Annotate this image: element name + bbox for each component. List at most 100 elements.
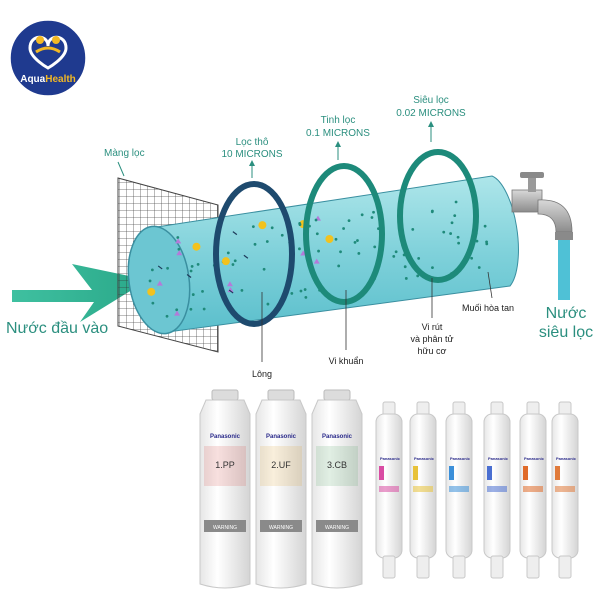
particle-dot: [334, 237, 338, 241]
particle-bacteria: [175, 238, 182, 244]
cartridge-small: Panasonic: [551, 401, 579, 579]
particle-dot: [347, 219, 351, 223]
particle-dot: [403, 265, 407, 269]
salt-label: Muối hòa tan: [462, 303, 514, 313]
particle-dot: [442, 230, 446, 234]
particle-dot: [150, 268, 154, 272]
particle-dot: [266, 302, 270, 306]
particle-salt: [325, 235, 334, 244]
virus-label-3: hữu cơ: [418, 346, 447, 356]
particle-dot: [411, 227, 415, 231]
cartridge-small: Panasonic: [375, 401, 403, 579]
particle-hair: [228, 289, 234, 294]
hair-label: Lông: [252, 369, 272, 379]
particle-dot: [477, 266, 481, 269]
particle-dot: [298, 247, 301, 251]
particle-dot: [270, 226, 274, 230]
brand-label: Panasonic: [450, 456, 471, 461]
warning-label: WARNING: [213, 525, 237, 531]
particle-dot: [360, 213, 364, 217]
particle-dot: [165, 314, 169, 318]
output-label-1: Nước: [546, 305, 587, 322]
particle-salt: [221, 257, 230, 266]
ring-coarse: [213, 181, 295, 327]
particle-dot: [317, 249, 320, 253]
stage2-size: 0.1 MICRONS: [306, 128, 370, 139]
particle-dot: [233, 259, 237, 263]
particle-hair: [186, 274, 192, 278]
warning-band: [204, 520, 246, 532]
brand-label: Panasonic: [322, 434, 353, 440]
cartridge-small: Panasonic: [409, 401, 437, 579]
particle-dot: [151, 301, 155, 305]
particle-salt: [192, 242, 201, 251]
particle-dot: [456, 235, 460, 239]
input-arrow: [12, 264, 148, 322]
output-label-2: siêu lọc: [539, 324, 593, 341]
stage3-size: 0.02 MICRONS: [396, 108, 466, 119]
ring-fine: [303, 163, 385, 305]
particle-dot: [148, 279, 152, 283]
warning-label: WARNING: [269, 525, 293, 531]
particle-dot: [262, 267, 266, 271]
particle-dot: [457, 241, 461, 245]
stage1-name: Lọc thô: [236, 137, 269, 148]
particle-dot: [298, 222, 302, 225]
particle-dot: [240, 288, 244, 292]
stage3-name: Siêu lọc: [413, 95, 449, 106]
brand-label: Panasonic: [488, 456, 509, 461]
cartridge-color-tag: [449, 466, 454, 480]
particle-dot: [485, 242, 489, 246]
cartridge-label-panel: [260, 446, 302, 486]
water-tube: [127, 175, 519, 335]
particle-bacteria: [227, 287, 234, 293]
warning-band: [316, 520, 358, 532]
filter-products: Panasonic1.PPWARNINGPanasonic2.UFWARNING…: [199, 389, 579, 589]
particle-dot: [356, 239, 359, 242]
particle-dot: [404, 277, 408, 280]
particle-dot: [176, 236, 180, 239]
particle-dot: [449, 232, 453, 235]
particle-dot: [175, 308, 179, 312]
particle-dot: [337, 264, 341, 268]
cartridge-code: 1.PP: [215, 460, 235, 470]
particle-salt: [147, 287, 156, 296]
particle-bacteria: [174, 310, 181, 316]
particle-dot: [431, 266, 434, 270]
particle-dot: [253, 242, 257, 246]
particle-dot: [196, 262, 200, 266]
particle-dot: [177, 247, 181, 251]
cartridge-color-tag: [379, 466, 384, 480]
brand-label: Panasonic: [556, 456, 577, 461]
cartridge-color-tag: [555, 466, 560, 480]
brand-logo: AquaHealth: [9, 19, 87, 97]
particle-bacteria: [226, 281, 233, 287]
particle-dot: [290, 292, 294, 295]
particle-dot: [470, 256, 474, 260]
particle-dot: [370, 216, 374, 219]
input-label: Nước đầu vào: [6, 320, 108, 337]
warning-band: [260, 520, 302, 532]
cartridge-small: Panasonic: [483, 401, 511, 579]
particle-dot: [190, 264, 194, 268]
particle-dot: [166, 266, 169, 270]
cartridge-label-panel: [316, 446, 358, 486]
stage1-size: 10 MICRONS: [221, 149, 282, 160]
stage2-name: Tinh lọc: [321, 115, 356, 126]
cartridge-color-tag: [413, 466, 418, 480]
particle-dot: [430, 210, 434, 214]
warning-label: WARNING: [325, 525, 349, 531]
particle-dot: [201, 289, 204, 293]
particle-dot: [189, 269, 193, 273]
particle-bacteria: [176, 250, 183, 256]
virus-label-2: và phân tử: [410, 334, 453, 344]
particle-hair: [157, 265, 163, 270]
cartridge-small: Panasonic: [445, 401, 473, 579]
particle-dot: [303, 288, 307, 291]
brand-label: Panasonic: [524, 456, 545, 461]
